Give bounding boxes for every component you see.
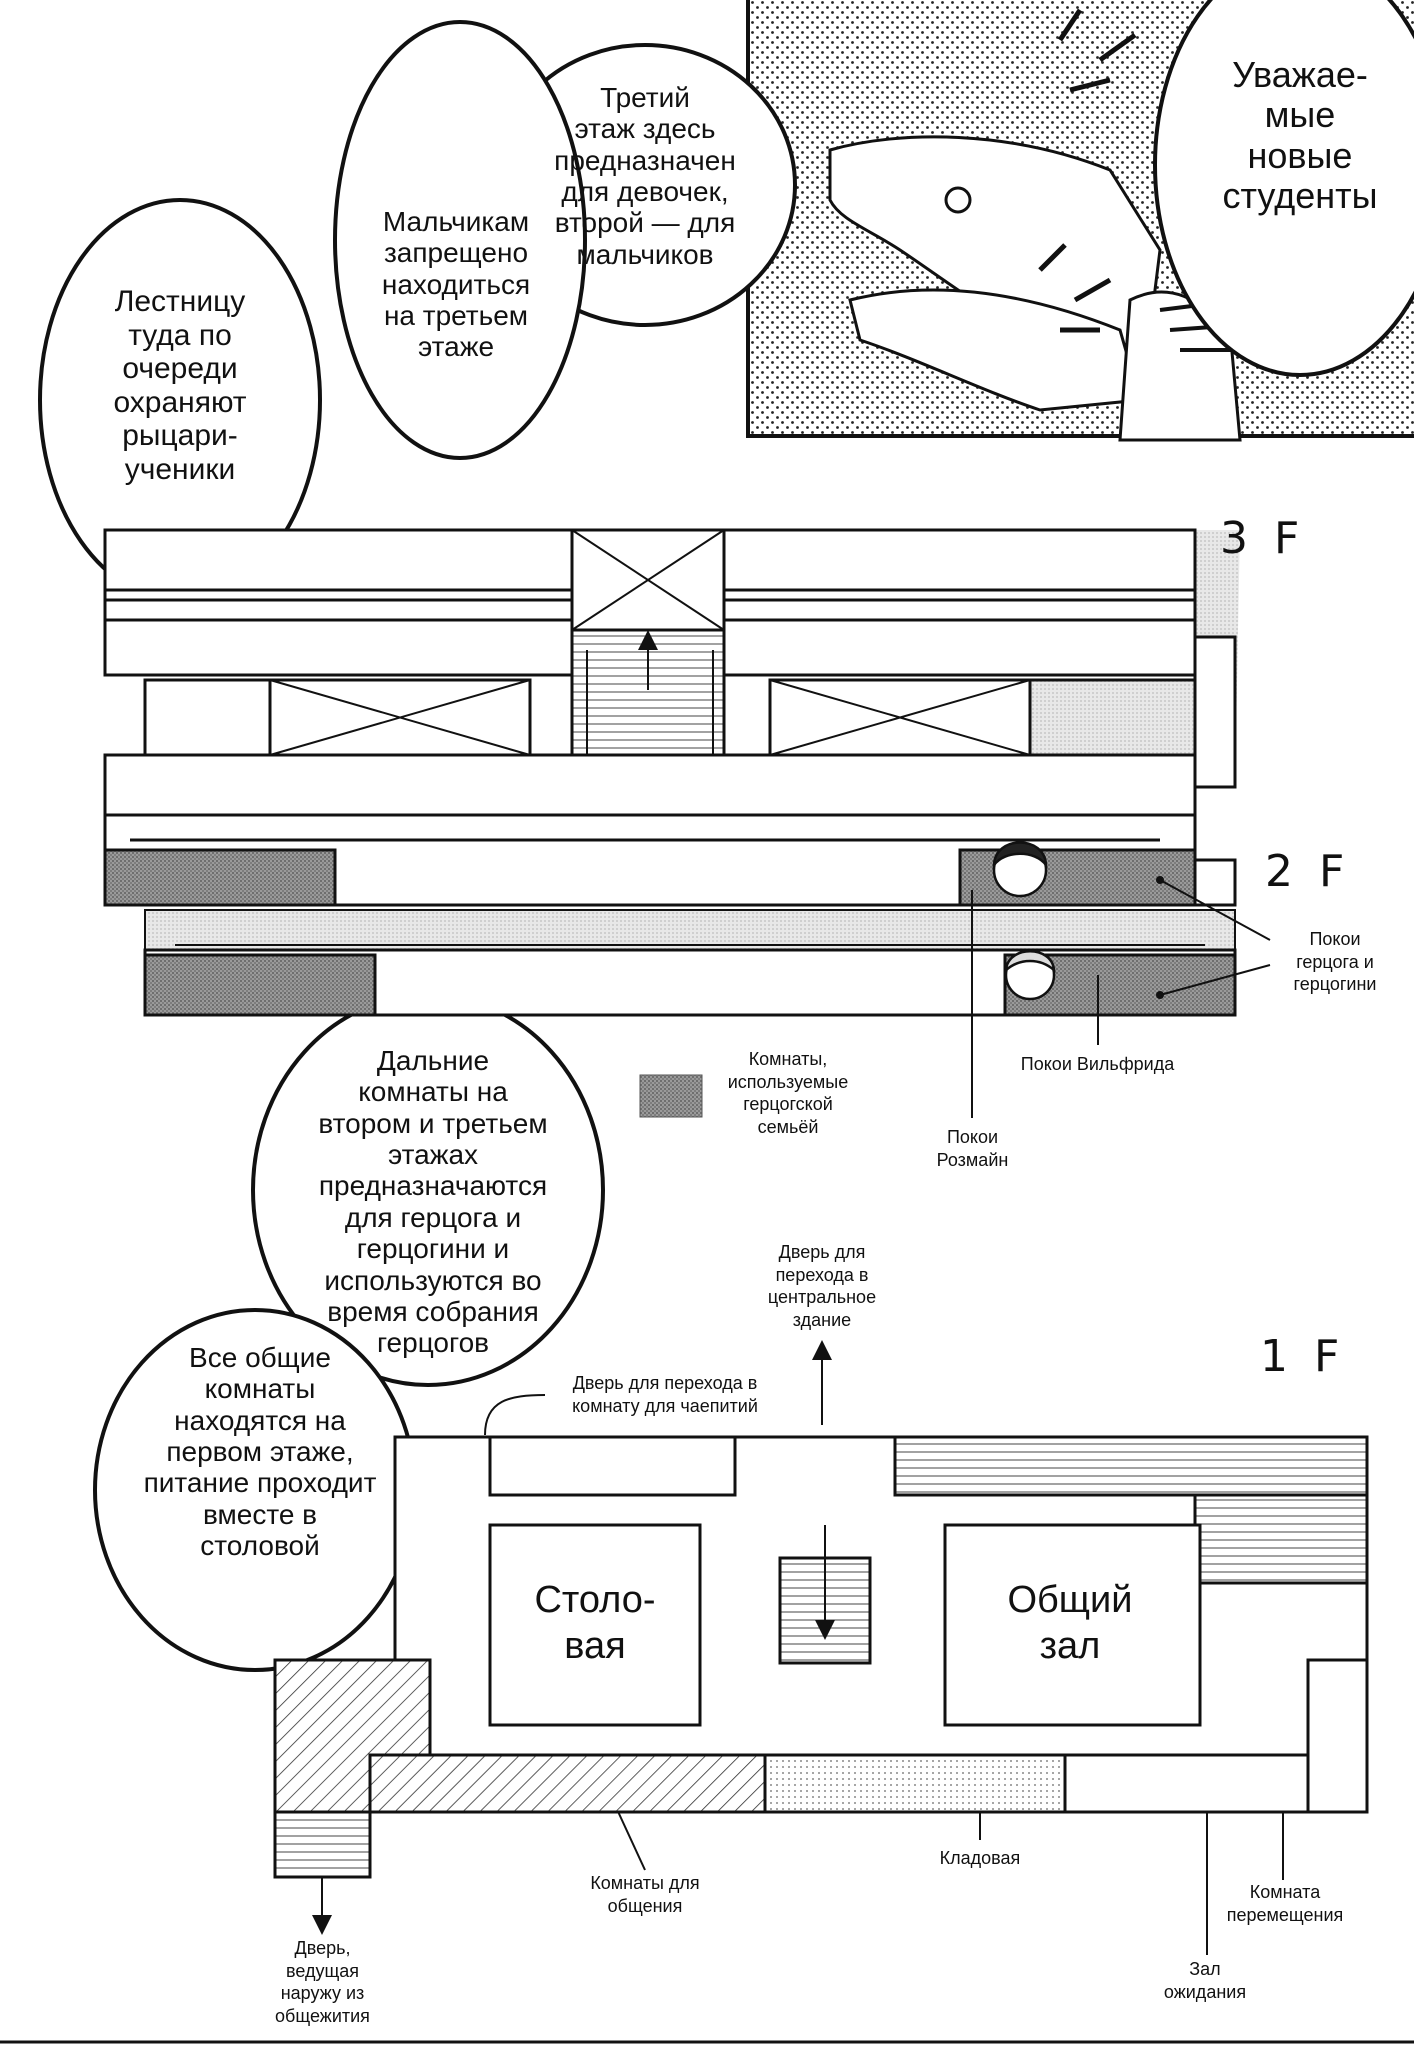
label-line: Комната <box>1249 1882 1321 1902</box>
label-line: герцога и <box>1296 951 1374 972</box>
floor-label-3f: 3 F <box>1220 513 1306 564</box>
label-line: комнату для чаепитий <box>572 1395 758 1416</box>
bubble-line: используются во <box>324 1264 542 1296</box>
room-line: вая <box>564 1624 626 1667</box>
room-dining: Столо- вая <box>515 1578 675 1669</box>
label-line: герцогини <box>1293 974 1377 994</box>
label-line: общения <box>607 1895 683 1916</box>
room-line: зал <box>1039 1624 1101 1667</box>
label-line: наружу из <box>280 1983 365 2003</box>
bubble-line: охраняют <box>113 385 247 419</box>
bubble-line: этаж здесь <box>574 113 716 145</box>
floor-label-2f: 2 F <box>1265 846 1351 897</box>
bubble-line: герцогов <box>376 1327 490 1359</box>
label-central-door: Дверь для перехода в центральное здание <box>752 1241 892 1331</box>
bubble-line: комнаты <box>204 1373 316 1405</box>
label-line: Покои <box>946 1127 999 1147</box>
label-line: используемые <box>727 1071 849 1092</box>
label-line: герцогской <box>743 1094 833 1114</box>
bubble-line: Дальние <box>376 1045 490 1076</box>
label-line: перехода в <box>775 1264 869 1285</box>
character-portraits <box>992 841 1056 1001</box>
label-line: Комнаты для <box>590 1873 700 1893</box>
clapping-hands-drawing <box>828 8 1242 442</box>
bubble-line: время собрания <box>327 1295 539 1327</box>
bubble-line: этаже <box>417 331 495 363</box>
annotation-pointers <box>312 876 1284 1955</box>
label-line: Дверь для <box>778 1242 866 1262</box>
bubble-line: новые <box>1247 134 1353 176</box>
bubble-line: на третьем <box>383 300 529 332</box>
third-floor-plan <box>103 528 1240 907</box>
label-wilfried: Покои Вильфрида <box>1020 1054 1175 1074</box>
bubble-line: первом этаже, <box>166 1436 354 1468</box>
bubble-line: очереди <box>122 352 238 386</box>
bubble-line: Третий <box>600 82 690 113</box>
speech-bubble-third-floor: Третий этаж здесь предназначен для девоч… <box>535 82 755 270</box>
label-line: ведущая <box>285 1960 360 1981</box>
bubble-line: туда по <box>128 318 232 352</box>
manga-panel <box>746 0 1414 442</box>
label-line: здание <box>792 1309 852 1330</box>
speech-bubble-boys: Мальчикам запрещено находиться на третье… <box>356 206 556 363</box>
bubble-line: для девочек, <box>561 176 729 208</box>
bubble-line: второй — для <box>554 207 736 239</box>
label-line: Дверь для перехода в <box>572 1373 758 1393</box>
bubble-line: для герцога и <box>344 1201 522 1233</box>
bubble-line: ученики <box>124 452 236 486</box>
bubble-line: Все общие <box>189 1342 331 1373</box>
second-floor-plan <box>143 909 1237 1017</box>
first-floor-plan <box>273 1435 1369 1879</box>
bubble-line: Уважае- <box>1232 54 1368 95</box>
label-rozemyne: Покои Розмайн <box>920 1126 1025 1171</box>
bubble-line: мые <box>1264 94 1336 136</box>
bubble-line: находиться <box>381 268 531 300</box>
bubble-line: вместе в <box>202 1498 318 1530</box>
speech-bubbles <box>38 20 797 1672</box>
label-line: Покои <box>1309 929 1361 949</box>
label-waiting-hall: Зал ожидания <box>1150 1958 1260 2003</box>
label-line: Розмайн <box>936 1149 1009 1170</box>
room-line: Общий <box>1007 1579 1133 1621</box>
legend-swatch <box>639 1074 703 1118</box>
bubble-line: герцогини и <box>356 1233 510 1265</box>
room-line: Столо- <box>534 1579 656 1621</box>
label-social-rooms: Комнаты для общения <box>565 1872 725 1917</box>
label-storage: Кладовая <box>939 1848 1021 1868</box>
bubble-line: комнаты на <box>358 1076 508 1108</box>
label-line: Зал <box>1189 1959 1221 1979</box>
bubble-line: втором и третьем <box>318 1107 548 1139</box>
label-line: семьёй <box>757 1116 819 1137</box>
bubble-line: мальчиков <box>576 238 714 270</box>
bubble-line: этажах <box>387 1139 479 1171</box>
bubble-line: рыцари- <box>122 419 238 453</box>
speech-bubble-students: Уважае- мые новые студенты <box>1190 54 1410 216</box>
bubble-line: столовой <box>200 1530 320 1562</box>
label-line: Комнаты, <box>748 1049 828 1069</box>
label-line: перемещения <box>1226 1904 1344 1925</box>
bubble-line: питание проходит <box>143 1467 377 1499</box>
bubble-line: запрещено <box>383 237 529 269</box>
bubble-line: студенты <box>1222 174 1378 216</box>
label-line: Дверь, <box>294 1938 351 1958</box>
bubble-line: находятся на <box>174 1404 346 1436</box>
label-line: общежития <box>275 2005 370 2026</box>
label-tea-door: Дверь для перехода в комнату для чаепити… <box>550 1372 780 1417</box>
room-common-hall: Общий зал <box>990 1578 1150 1669</box>
label-legend: Комнаты, используемые герцогской семьёй <box>708 1048 868 1138</box>
bubble-line: Мальчикам <box>382 206 530 237</box>
label-duke-rooms: Покои герцога и герцогини <box>1275 928 1395 996</box>
label-exit-door: Дверь, ведущая наружу из общежития <box>255 1937 390 2027</box>
speech-bubble-common: Все общие комнаты находятся на первом эт… <box>130 1342 390 1562</box>
label-transfer-room: Комната перемещения <box>1210 1881 1360 1926</box>
bubble-line: предназначен <box>554 144 736 176</box>
speech-bubble-far-rooms: Дальние комнаты на втором и третьем этаж… <box>303 1045 563 1359</box>
floor-label-1f: 1 F <box>1260 1331 1346 1382</box>
bubble-line: Лестницу <box>114 285 246 318</box>
bubble-line: предназначаются <box>318 1170 548 1202</box>
label-line: центральное <box>767 1287 877 1307</box>
label-line: ожидания <box>1163 1981 1247 2002</box>
speech-bubble-stairs: Лестницу туда по очереди охраняют рыцари… <box>80 285 280 487</box>
